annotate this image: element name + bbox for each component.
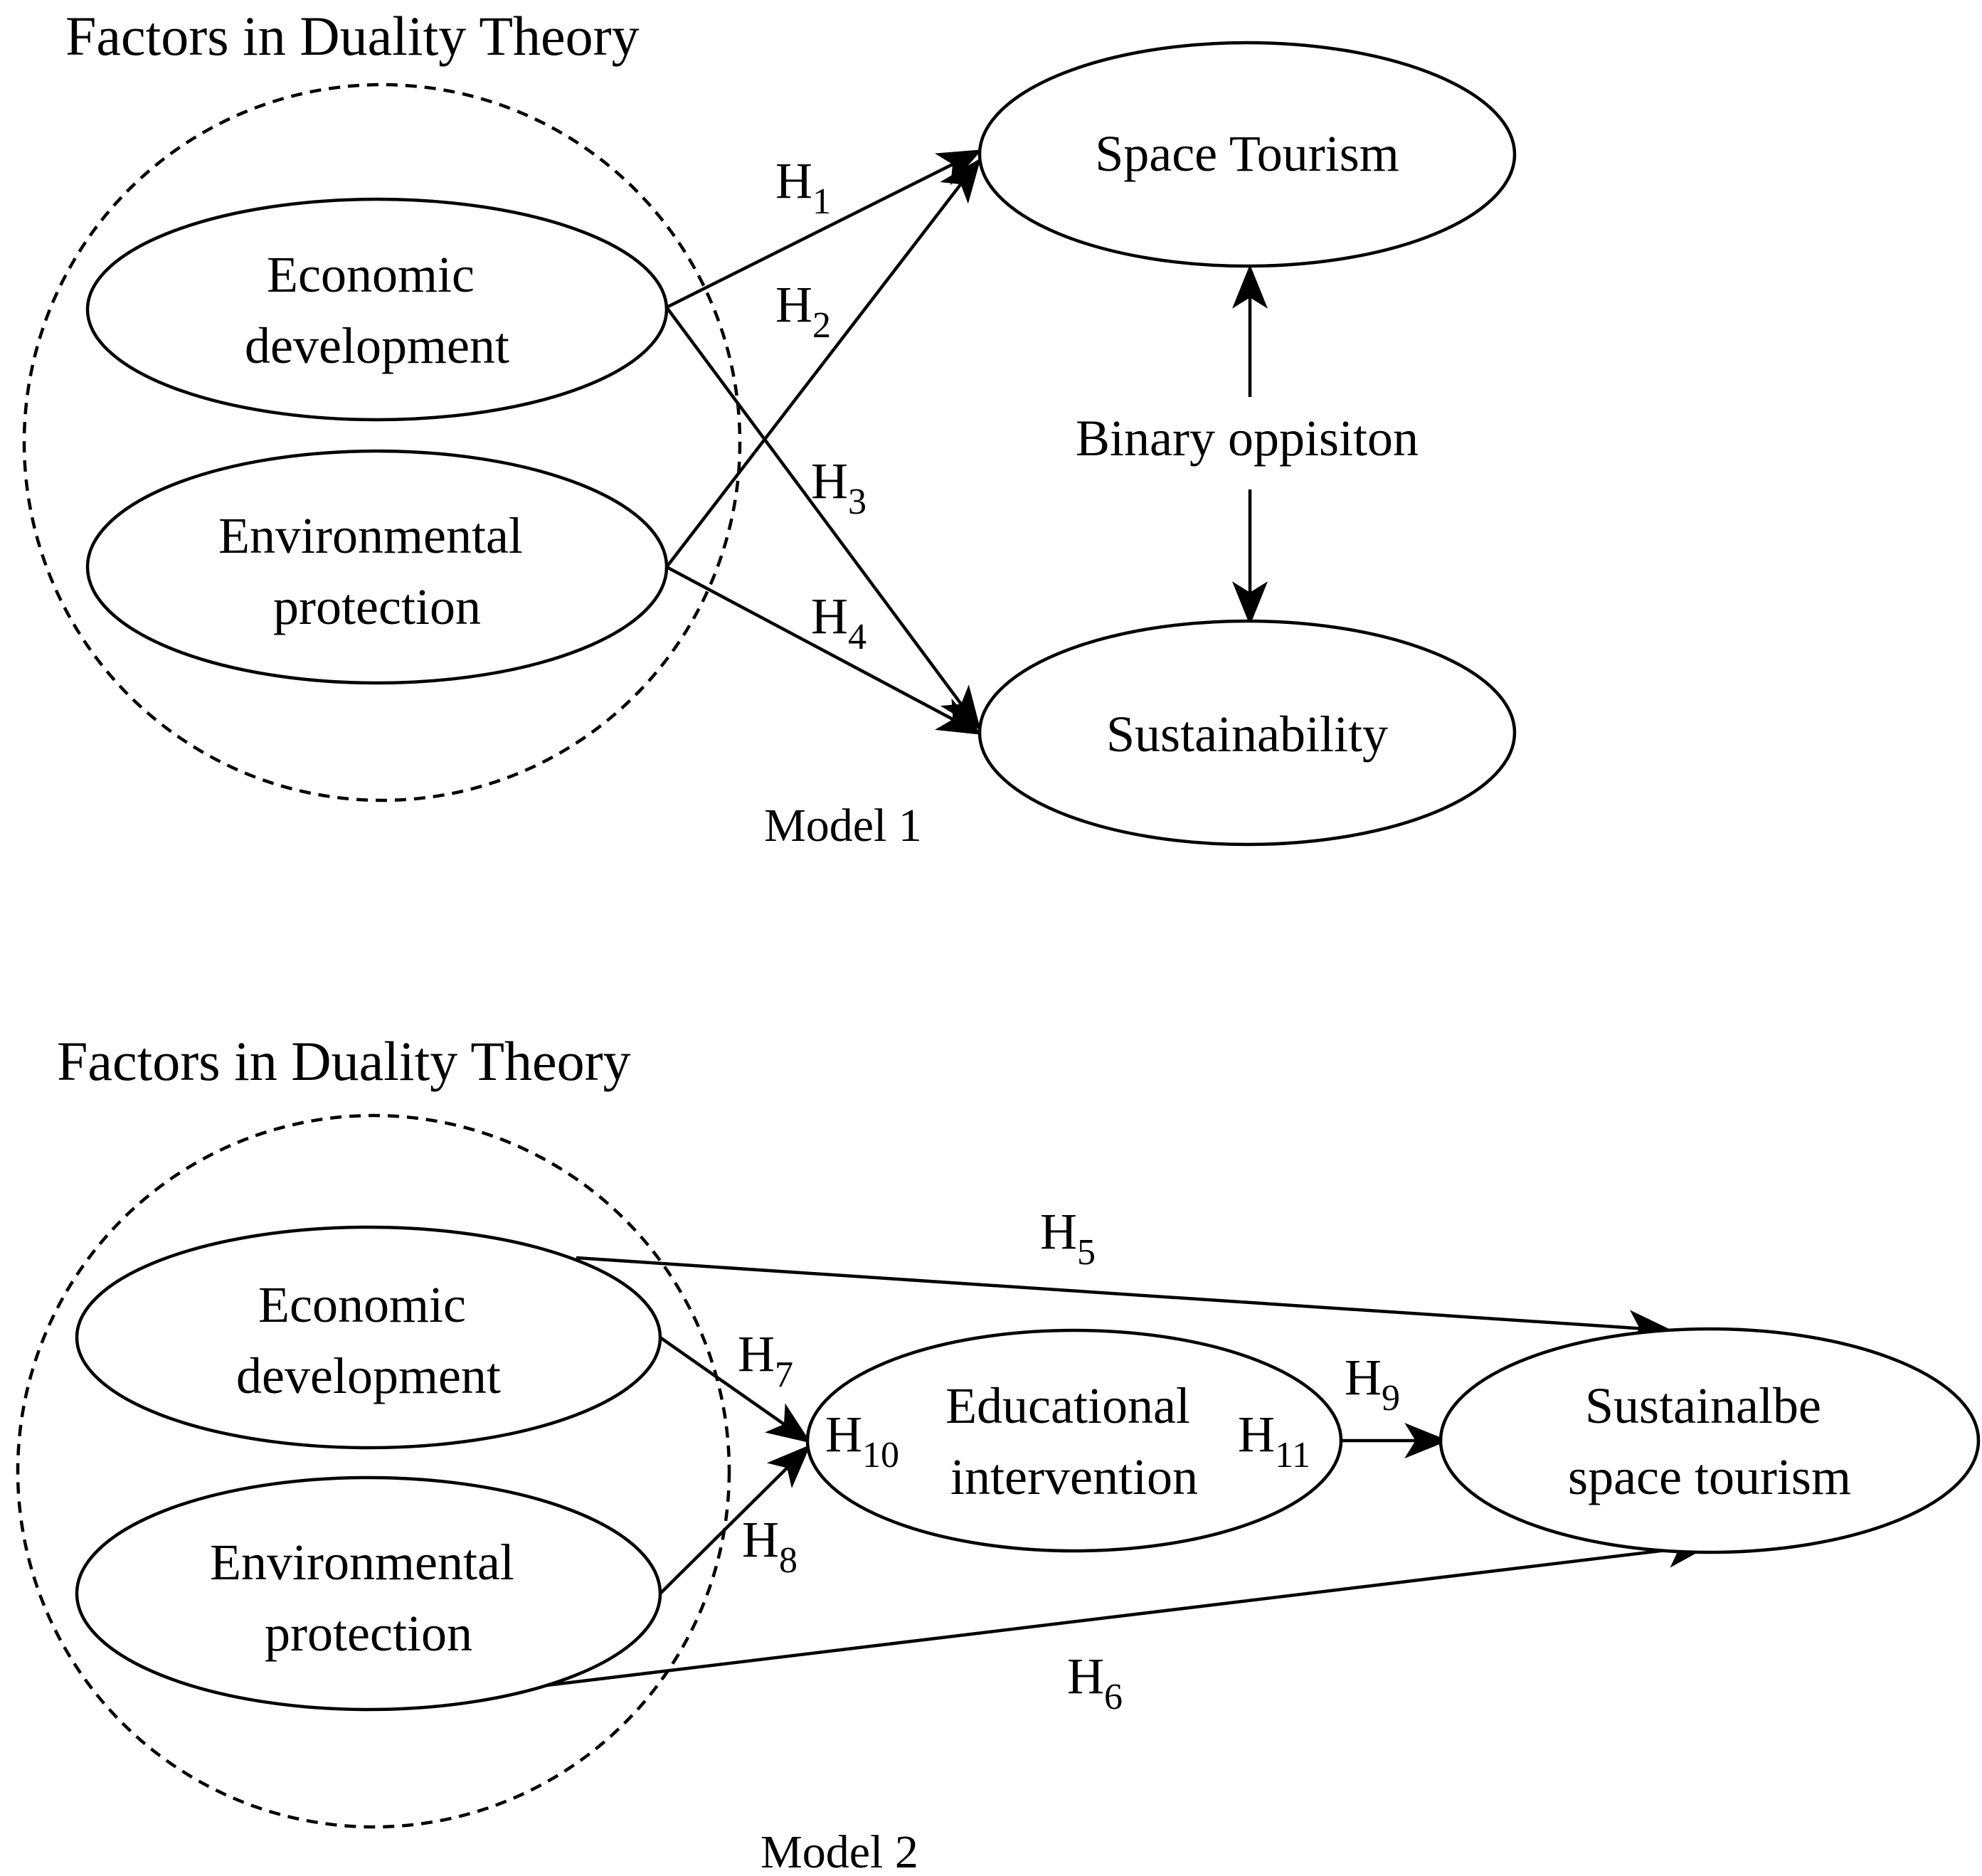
edge-h7 bbox=[659, 1336, 812, 1443]
hypothesis-h8-label: H8 bbox=[742, 1511, 797, 1581]
node-sustainable-space-tourism bbox=[1438, 1327, 1981, 1554]
model-1-duality-group-circle bbox=[22, 83, 742, 802]
model-1-group-title: Factors in Duality Theory bbox=[65, 5, 640, 67]
binary-opposition-label: Binary oppisiton bbox=[1076, 410, 1419, 467]
node-sustainability-label: Sustainability bbox=[1106, 706, 1388, 763]
node-sustainability bbox=[977, 619, 1517, 847]
node-space-tourism bbox=[977, 41, 1517, 268]
hypothesis-h1-label: H1 bbox=[775, 152, 831, 222]
hypothesis-h4-label: H4 bbox=[811, 588, 867, 657]
edge-h4 bbox=[665, 566, 982, 735]
model-2-caption: Model 2 bbox=[761, 1826, 918, 1876]
node-environmental-protection-label: Environmental protection bbox=[218, 507, 536, 635]
node-environmental-protection bbox=[75, 1475, 662, 1712]
node-sustainable-space-tourism-label: Sustainalbe space tourism bbox=[1568, 1377, 1851, 1505]
node-educational-intervention-label: Educational intervention bbox=[945, 1377, 1203, 1505]
hypothesis-h10-label: H10 bbox=[825, 1406, 899, 1475]
model-2-duality-group-circle bbox=[16, 1113, 731, 1829]
edge-h8 bbox=[659, 1444, 811, 1595]
node-environmental-protection bbox=[85, 449, 669, 685]
hypothesis-h6-label: H6 bbox=[1067, 1648, 1123, 1717]
edge-h2 bbox=[665, 158, 981, 568]
node-educational-intervention bbox=[805, 1328, 1343, 1553]
model-1: Factors in Duality Theory Economic devel… bbox=[22, 5, 1517, 852]
hypothesis-h2-label: H2 bbox=[775, 276, 831, 346]
node-economic-development bbox=[85, 197, 669, 422]
edge-h3 bbox=[665, 306, 981, 731]
node-environmental-protection-label: Environmental protection bbox=[210, 1534, 527, 1662]
edge-h1 bbox=[665, 149, 982, 309]
node-space-tourism-label: Space Tourism bbox=[1095, 125, 1399, 182]
model-2-group-title: Factors in Duality Theory bbox=[57, 1030, 631, 1092]
hypothesis-h9-label: H9 bbox=[1345, 1349, 1400, 1419]
node-economic-development bbox=[75, 1225, 662, 1450]
edge-h6 bbox=[540, 1532, 1712, 1688]
model-2: Factors in Duality Theory Economic devel… bbox=[16, 1030, 1981, 1876]
hypothesis-h5-label: H5 bbox=[1040, 1203, 1096, 1273]
model-1-caption: Model 1 bbox=[764, 800, 922, 852]
edge-h5 bbox=[576, 1256, 1673, 1346]
hypothesis-h7-label: H7 bbox=[738, 1325, 793, 1395]
hypothesis-h3-label: H3 bbox=[811, 452, 867, 522]
node-economic-development-label: Economic development bbox=[236, 1276, 501, 1404]
node-economic-development-label: Economic development bbox=[245, 246, 509, 374]
hypothesis-h11-label: H11 bbox=[1238, 1406, 1310, 1475]
